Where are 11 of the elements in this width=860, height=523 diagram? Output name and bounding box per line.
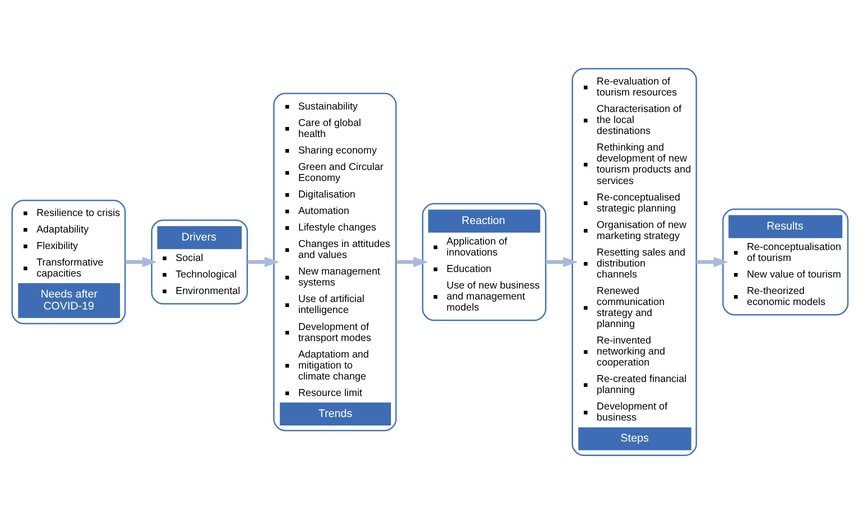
arrow: [125, 256, 158, 267]
node-box: Sustainability Care of global health Sharing economy Green and Circular Economy Digitalisation Automation Lifestyle changes Changes in attitudes and values New management systems Use of artificial intelligence Development of transport modes Adaptatiom and mitigation to climate change Resource limit Trends: [273, 92, 397, 431]
arrow: [696, 256, 728, 267]
arrow: [546, 256, 578, 267]
arrow: [396, 256, 428, 267]
node-box: Resilience to crisis Adaptability Flexibility Transformative capacities Needs after COVID-19: [11, 199, 126, 324]
node-box: Reaction Application of innovations Education Use of new business and management models: [422, 202, 546, 320]
arrow: [248, 256, 280, 267]
node-box: Drivers Social Technological Environmental: [151, 219, 248, 304]
node-box: Re-evaluation of tourism resources Characterisation of the local destinations Rethinking and development of new tourism products and services Re-conceptualised strategic planning Organisation of new marketing strategy Resetting sales and distribution channels Renewed communication strategy and planning Re-invented networking and cooperation Re-created financial planning Development of business Steps: [572, 67, 698, 456]
node-box: Results Re-conceptualisation of tourism New value of tourism Re-theorized economic models: [722, 208, 849, 315]
